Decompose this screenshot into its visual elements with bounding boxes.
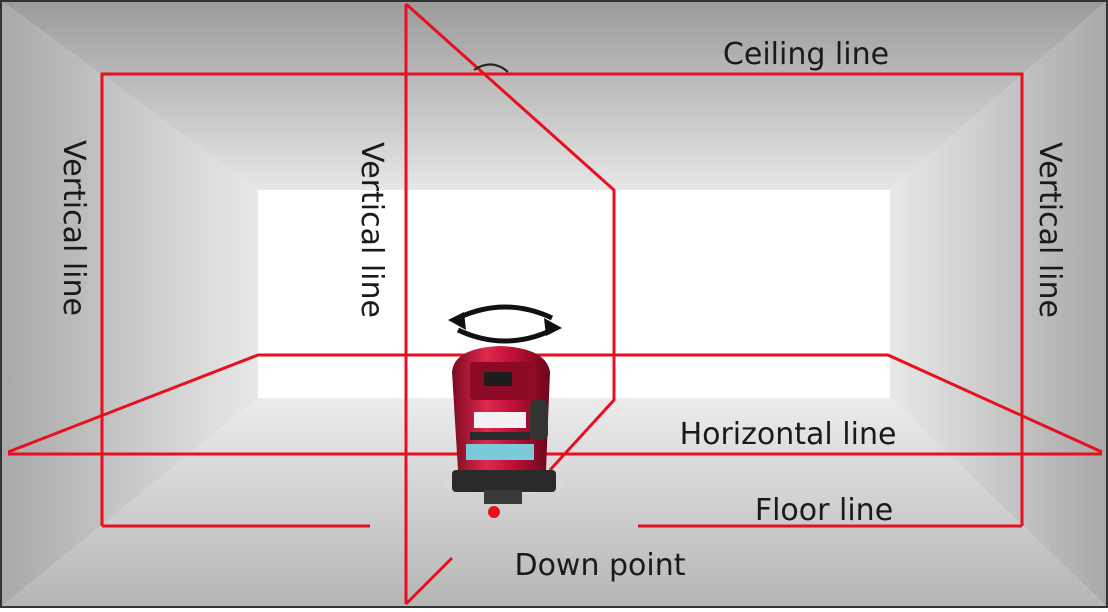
ceiling-mark-icon [473, 63, 509, 73]
laser-level-device-icon [442, 346, 566, 518]
floor-surface [0, 398, 1108, 608]
laser-lines [7, 2, 1103, 606]
ceiling-line-label: Ceiling line [723, 37, 889, 72]
vertical-line-label-right: Vertical line [1032, 142, 1067, 318]
ceiling-surface [0, 0, 1108, 190]
center-vertical-floor-diagonal [404, 556, 454, 606]
labels: Ceiling line Horizontal line Floor line … [56, 37, 1067, 583]
horizontal-line-label: Horizontal line [680, 417, 897, 452]
center-vertical-diagonal [405, 2, 616, 472]
floor-line-label: Floor line [755, 493, 893, 528]
back-wall-surface [258, 190, 890, 398]
rotation-arrow-icon [448, 304, 562, 344]
right-wall-surface [890, 0, 1108, 608]
down-point-label: Down point [514, 548, 685, 583]
ceiling-laser-line [100, 72, 1024, 526]
vertical-line-label-left: Vertical line [56, 140, 91, 316]
left-wall-surface [0, 0, 258, 608]
horizontal-laser-line [7, 353, 1103, 454]
vertical-line-label-center: Vertical line [354, 142, 389, 318]
